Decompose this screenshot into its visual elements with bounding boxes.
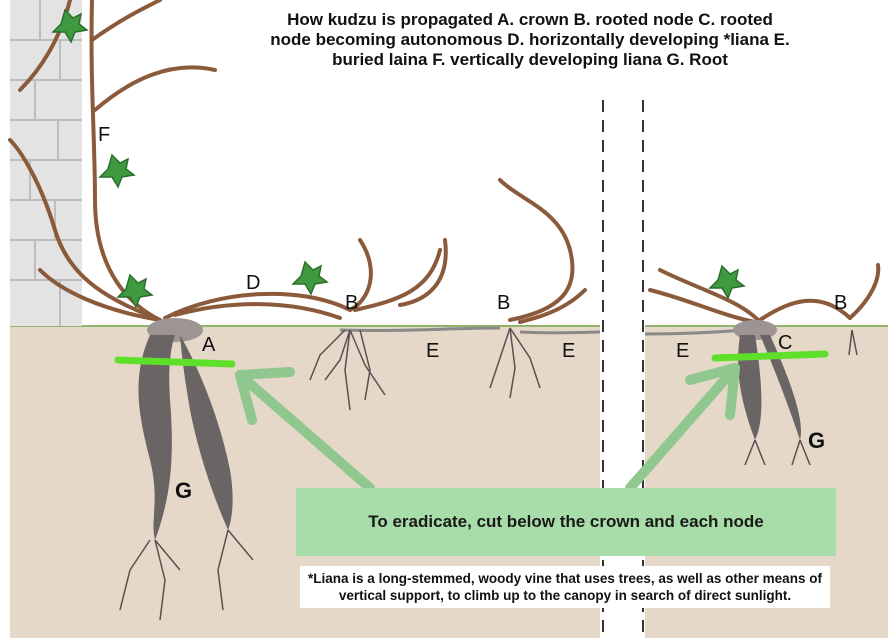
label-e3: E	[676, 340, 689, 363]
label-a: A	[202, 334, 215, 357]
label-d: D	[246, 272, 260, 295]
diagram-title: How kudzu is propagated A. crown B. root…	[270, 10, 790, 70]
label-c: C	[778, 332, 792, 355]
cut-mark-crown	[118, 360, 232, 364]
label-e2: E	[562, 340, 575, 363]
label-e1: E	[426, 340, 439, 363]
label-g2: G	[808, 428, 825, 454]
eradicate-callout: To eradicate, cut below the crown and ea…	[296, 488, 836, 556]
label-g1: G	[175, 478, 192, 504]
cut-mark-node	[715, 354, 825, 358]
label-b2: B	[497, 292, 510, 315]
label-f: F	[98, 124, 110, 147]
horizontal-liana-vines	[165, 180, 585, 322]
label-b1: B	[345, 292, 358, 315]
liana-footnote: *Liana is a long-stemmed, woody vine tha…	[300, 566, 830, 608]
label-b3: B	[834, 292, 847, 315]
